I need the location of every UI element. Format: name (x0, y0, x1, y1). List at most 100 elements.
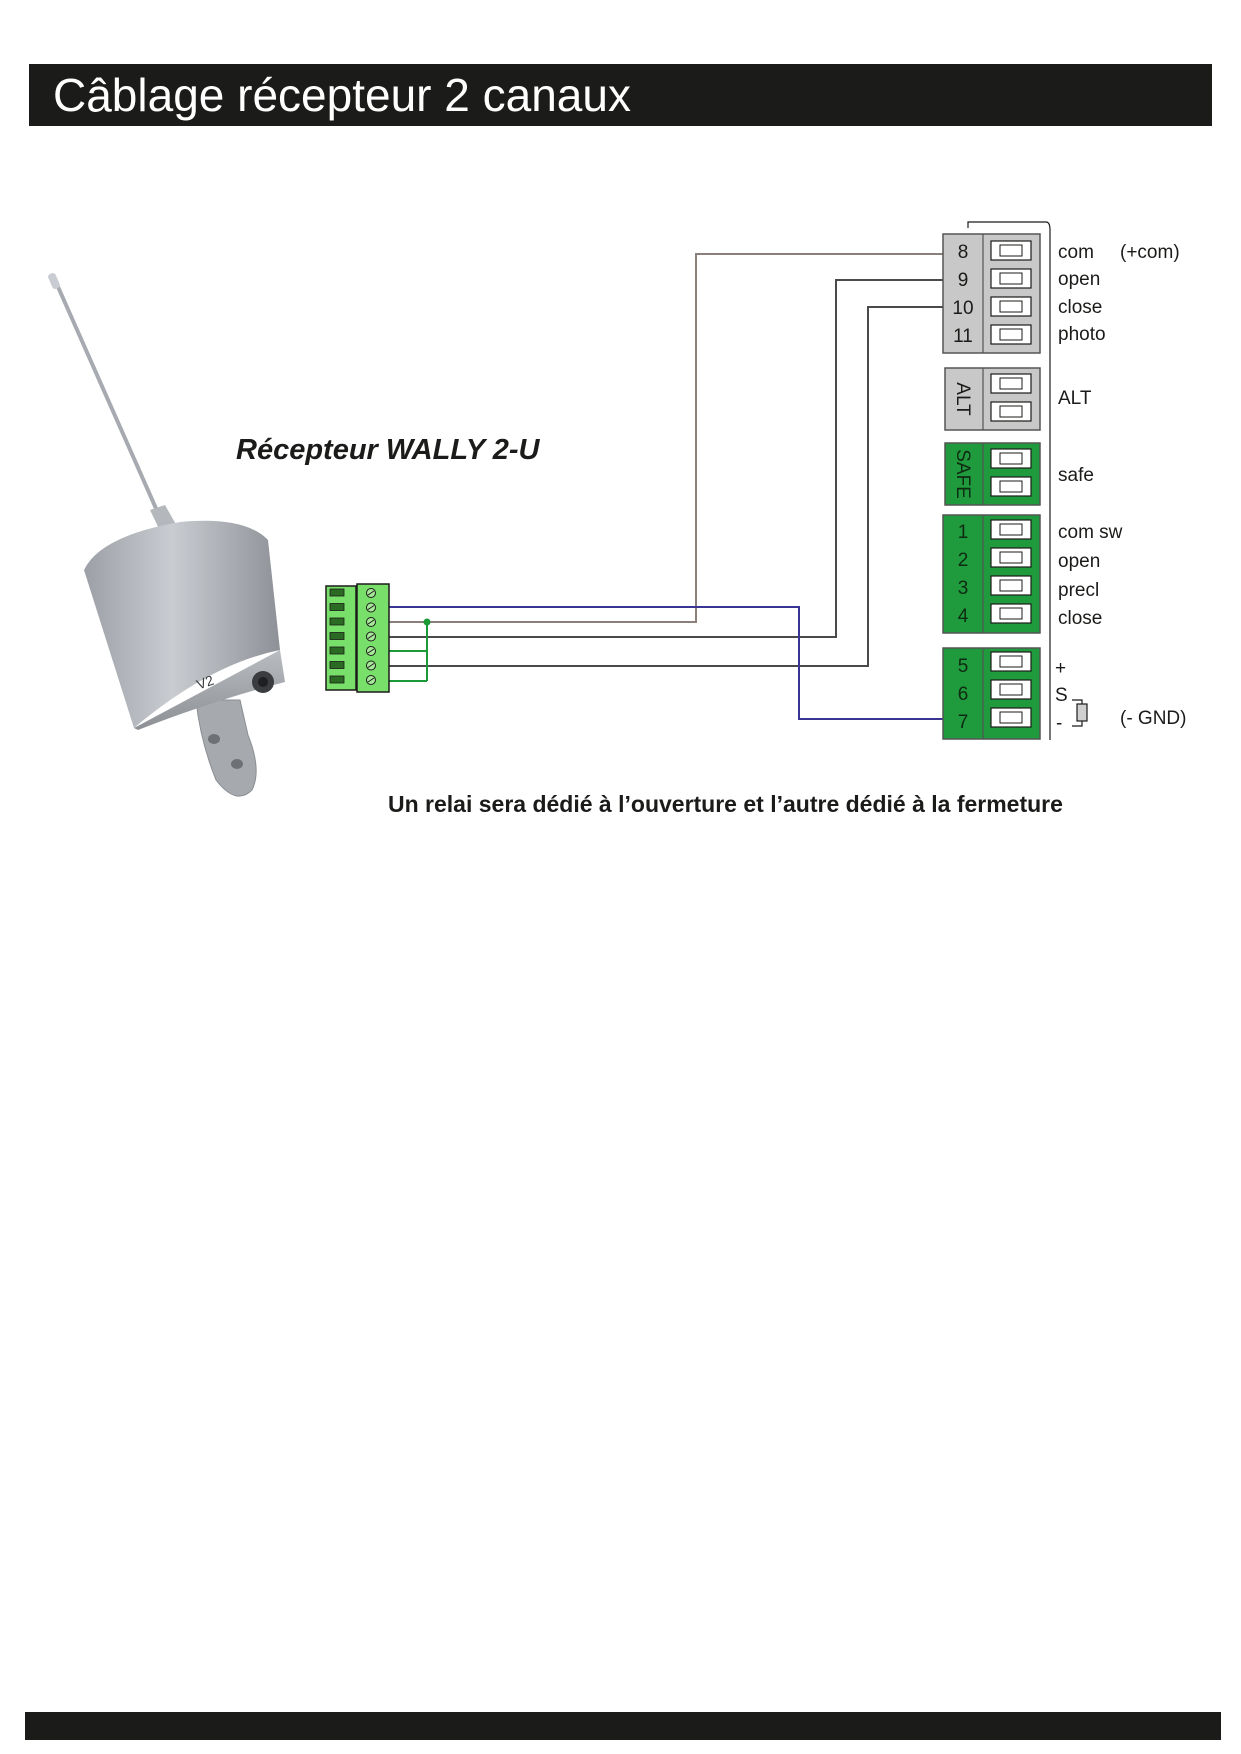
connector-screw-slot (367, 619, 375, 625)
terminal-screw (990, 324, 1032, 345)
connector-tab (329, 603, 345, 611)
wire-bridge (385, 622, 428, 682)
block-safe-name: SAFE (952, 449, 973, 499)
connector-tab (329, 661, 345, 669)
receiver-body (84, 520, 280, 728)
connector-body (356, 583, 390, 693)
terminal-screw-slot (999, 551, 1023, 564)
receiver-title: Récepteur WALLY 2-U (236, 434, 541, 466)
terminal-screw-slot (999, 655, 1023, 668)
terminal-screw (990, 448, 1032, 469)
terminal-screw-slot (999, 377, 1023, 390)
antenna (53, 279, 164, 523)
bracket-hole (231, 759, 243, 769)
terminal-label: ALT (1058, 388, 1092, 409)
terminal-number: 9 (958, 270, 969, 291)
terminal-label: precl (1058, 580, 1099, 601)
connector-screw-slot (367, 590, 375, 596)
antenna-tip (48, 273, 60, 289)
terminal-label: - (1056, 713, 1062, 734)
footer-bar (25, 1712, 1221, 1740)
terminal-screw-slot (999, 607, 1023, 620)
connector-screw-slot (367, 663, 375, 668)
terminal-screw (990, 651, 1032, 672)
terminal-screw-slot (999, 683, 1023, 696)
brand-logo-icon: V2 (194, 672, 216, 693)
terminal-screws (990, 240, 1032, 728)
terminal-screw (990, 476, 1032, 497)
terminal-screw (990, 603, 1032, 624)
page-title: Câblage récepteur 2 canaux (53, 69, 631, 121)
connector-tab (329, 675, 345, 684)
wire-gnd (385, 606, 943, 720)
terminal-number: 11 (953, 326, 973, 347)
wire-com (385, 253, 943, 623)
connector-tab (329, 646, 345, 655)
terminal-number: 6 (958, 684, 969, 705)
terminal-note: (- GND) (1120, 708, 1186, 729)
terminal-screw (990, 575, 1032, 596)
terminal-label: com sw (1058, 522, 1123, 543)
caption: Un relai sera dédié à l’ouverture et l’a… (388, 791, 1063, 817)
terminal-label: photo (1058, 324, 1106, 345)
bracket-hole (208, 734, 220, 744)
terminal-screw-slot (999, 328, 1023, 341)
terminal-screw (990, 268, 1032, 289)
connector-screw-slot (367, 648, 375, 654)
terminal-number: 3 (958, 578, 969, 599)
block-power: 5 6 7 + S - (- GND) (942, 647, 1186, 740)
terminal-label: close (1058, 608, 1102, 629)
wire-close (385, 306, 943, 667)
terminal-number: 10 (952, 298, 973, 319)
block-top: 8 9 10 11 com (+com) open close photo (942, 233, 1180, 354)
terminal-screw-slot (999, 711, 1023, 724)
terminal-number: 7 (958, 712, 969, 733)
connector-pins (329, 588, 376, 685)
cable-gland-inner (258, 677, 268, 687)
terminal-number: 4 (958, 606, 969, 627)
receiver-cap (134, 650, 285, 730)
terminal-number: 8 (958, 242, 969, 263)
terminal-screw-slot (999, 272, 1023, 285)
terminal-screw (990, 679, 1032, 700)
safety-sensor-icon (1072, 699, 1088, 727)
block-alt-name: ALT (952, 382, 973, 416)
terminal-screw (990, 240, 1032, 261)
bracket (195, 699, 257, 797)
receiver-connector (325, 583, 390, 693)
wire-open (385, 279, 943, 638)
terminal-screw-slot (999, 300, 1023, 313)
terminal-bracket (967, 221, 1051, 740)
receiver-device: V2 (48, 273, 285, 797)
terminal-screw-slot (999, 244, 1023, 257)
connector-screw-slot (367, 605, 375, 610)
terminal-screw-slot (999, 523, 1023, 536)
terminal-note: (+com) (1120, 242, 1180, 263)
terminal-screw-slot (999, 452, 1023, 465)
connector-screw-slot (367, 634, 375, 639)
terminal-label: S (1055, 685, 1068, 706)
terminal-screw-slot (999, 579, 1023, 592)
connector-tab (329, 588, 345, 597)
terminal-screw-slot (999, 405, 1023, 418)
terminal-label: open (1058, 551, 1100, 572)
connector-tab (329, 632, 345, 640)
terminal-screw (990, 296, 1032, 317)
terminal-label: close (1058, 297, 1102, 318)
connector-screw-slot (367, 677, 375, 683)
terminal-label: + (1055, 658, 1066, 679)
wires (385, 253, 943, 720)
terminal-label: open (1058, 269, 1100, 290)
terminal-screw (990, 401, 1032, 422)
terminal-number: 2 (958, 550, 969, 571)
terminal-screw (990, 519, 1032, 540)
terminal-screw (990, 547, 1032, 568)
terminal-number: 5 (958, 656, 969, 677)
terminal-label: com (1058, 242, 1094, 263)
terminal-screw (990, 373, 1032, 394)
terminal-screw-slot (999, 480, 1023, 493)
connector-tab (329, 617, 345, 626)
terminal-label: safe (1058, 465, 1094, 486)
block-sw: 1 2 3 4 com sw open precl close (942, 514, 1123, 634)
terminal-screw (990, 707, 1032, 728)
